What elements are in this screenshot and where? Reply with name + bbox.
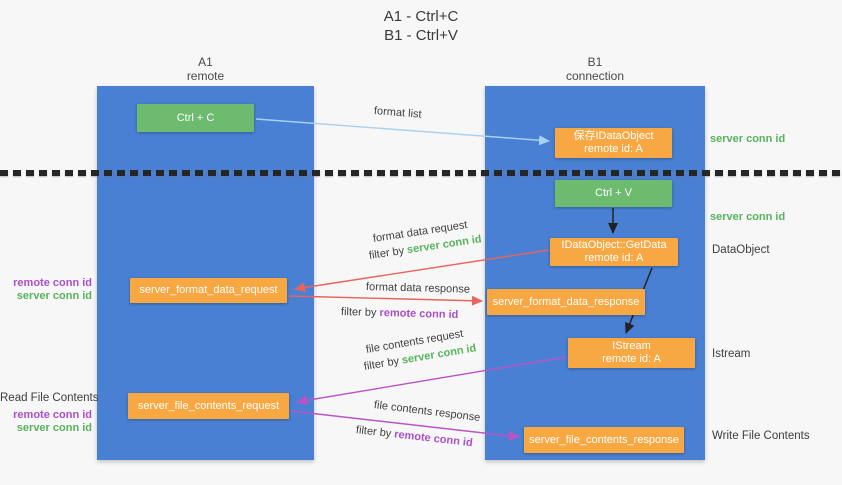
diagram-title: A1 - Ctrl+C B1 - Ctrl+V [0,7,842,45]
label-format-data-response: format data response [366,281,470,296]
title-line-2: B1 - Ctrl+V [384,27,458,44]
node-getdata-line1: IDataObject::GetData [561,239,667,251]
lifeline-a1-id: A1 [198,55,213,69]
arrow-format-data-response [288,295,483,306]
write-file-contents-text: Write File Contents [712,430,810,442]
label-filter-format-response: filter by remote conn id [341,306,459,321]
left-remote-conn-id-1: remote conn id [13,277,92,289]
filter-by-text: filter by [340,306,380,320]
node-format-response-label: server_format_data_response [492,295,640,308]
left-conn-id-labels-file: remote conn id server conn id [0,409,92,435]
filter-by-text: filter by [368,244,408,262]
node-file-response-label: server_file_contents_response [529,433,679,446]
lifeline-header-a1: A1 remote [97,55,314,83]
lifeline-b1-name: connection [565,69,625,83]
node-ctrl-c-label: Ctrl + C [176,111,215,124]
left-remote-conn-id-2: remote conn id [13,409,92,421]
right-server-conn-id-1: server conn id [710,133,785,146]
lifeline-a1-name: remote [186,69,225,83]
node-save-idataobject-line2: remote id: A [584,143,643,155]
istream-text: Istream [712,348,751,360]
node-istream-line1: IStream [612,340,651,352]
left-server-conn-id-2: server conn id [16,422,92,434]
node-file-request-label: server_file_contents_request [137,399,280,412]
node-server-format-data-request: server_format_data_request [130,278,287,303]
read-file-contents-text: Read File Contents [0,392,99,404]
left-conn-id-labels-format: remote conn id server conn id [0,277,92,303]
session-divider-dashed-line [0,170,842,176]
node-ctrl-v-label: Ctrl + V [595,187,632,199]
node-istream: IStream remote id: A [568,338,695,368]
node-save-idataobject: 保存IDataObject remote id: A [555,128,672,158]
node-getdata-line2: remote id: A [584,252,644,264]
label-format-list: format list [374,105,422,121]
left-server-conn-id-1: server conn id [16,290,92,302]
format-data-response-text: format data response [365,281,471,296]
filter-key-remote-conn-id: remote conn id [379,307,459,322]
lifeline-b1-id: B1 [587,55,603,69]
lifeline-header-b1: B1 connection [485,55,705,83]
server-conn-id-text: server conn id [710,133,786,145]
format-list-text: format list [373,105,423,121]
label-filter-file-response: filter by remote conn id [355,424,473,449]
node-server-file-contents-response: server_file_contents_response [524,427,684,453]
node-ctrl-c: Ctrl + C [137,104,254,132]
title-line-1: A1 - Ctrl+C [383,8,459,25]
node-server-file-contents-request: server_file_contents_request [128,393,289,419]
left-read-file-contents: Read File Contents [0,392,98,405]
right-server-conn-id-2: server conn id [710,211,785,224]
node-format-request-label: server_format_data_request [139,284,278,296]
node-istream-line2: remote id: A [602,353,661,365]
filter-key-remote-conn-id: remote conn id [393,428,474,450]
node-save-idataobject-line1: 保存IDataObject [573,130,654,142]
node-ctrl-v: Ctrl + V [555,180,672,207]
dataobject-text: DataObject [712,244,770,256]
node-idataobject-getdata: IDataObject::GetData remote id: A [550,238,678,266]
right-istream-label: Istream [712,348,750,361]
file-contents-response-text: file contents response [373,399,481,424]
filter-by-text: filter by [363,354,403,373]
label-file-contents-response: file contents response [373,399,481,424]
server-conn-id-text: server conn id [710,211,786,223]
filter-by-text: filter by [355,424,395,441]
right-write-file-contents: Write File Contents [712,430,810,443]
node-server-format-data-response: server_format_data_response [487,289,645,315]
right-dataobject-label: DataObject [712,244,770,257]
